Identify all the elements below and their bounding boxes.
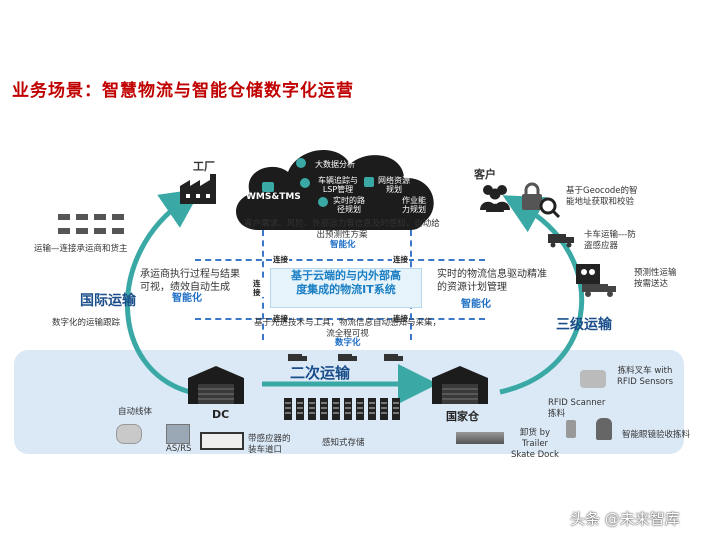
storage-racks-icon bbox=[284, 398, 410, 424]
sensor-dock-label: 带感应器的装车道口 bbox=[248, 434, 291, 455]
tertiary-transport-label: 三级运输 bbox=[556, 317, 612, 333]
national-warehouse-label: 国家仓 bbox=[446, 410, 479, 423]
connect-label: 连接 bbox=[272, 313, 289, 324]
national-warehouse-icon bbox=[432, 366, 488, 404]
bottom-tag: 数字化 bbox=[335, 338, 361, 348]
connect-label: 连接 bbox=[392, 313, 409, 324]
page-title: 业务场景：智慧物流与智能仓储数字化运营 bbox=[12, 81, 354, 101]
connect-line-top bbox=[195, 259, 485, 261]
international-transport-label: 国际运输 bbox=[80, 293, 136, 309]
bottom-description: 基于先进技术与工具，物流信息自动感知与采集，流全程可视 bbox=[253, 318, 441, 339]
left-note-carriers: 运输—连接承运商和货主 bbox=[34, 244, 128, 254]
left-description: 承运商执行过程与结果可视，绩效自动生成 bbox=[140, 269, 240, 293]
customer-icon bbox=[480, 185, 510, 212]
right-note-predictive: 预测性运输按需送达 bbox=[634, 268, 677, 289]
rfid-scanner-icon bbox=[566, 420, 576, 438]
truck-fleet-icon bbox=[58, 214, 124, 234]
lock-search-icon bbox=[522, 182, 560, 218]
asrs-label: AS/RS bbox=[166, 444, 192, 454]
center-line2: 度集成的物流IT系统 bbox=[296, 283, 396, 296]
customer-label: 客户 bbox=[474, 168, 496, 181]
left-tag: 智能化 bbox=[172, 293, 202, 304]
connect-label: 连接 bbox=[272, 254, 289, 265]
factory-icon bbox=[180, 174, 216, 204]
cloud-shape bbox=[236, 150, 434, 230]
right-note-truck: 卡车运输---防盗感应器 bbox=[584, 230, 636, 251]
connect-label: 连接 bbox=[392, 254, 409, 265]
top-tag: 智能化 bbox=[330, 240, 356, 250]
cloud-item-route: 实时的路径规划 bbox=[333, 196, 365, 214]
left-note-tracking: 数字化的运输跟踪 bbox=[52, 318, 121, 328]
connect-label: 连接 bbox=[252, 279, 264, 297]
right-description: 实时的物流信息驱动精准的资源计划管理 bbox=[437, 269, 547, 293]
robot-icon bbox=[116, 424, 142, 444]
secondary-transport-label: 二次运输 bbox=[290, 364, 351, 382]
transport-trucks-icon bbox=[288, 354, 403, 361]
route-icon bbox=[318, 197, 328, 207]
right-note-geocode: 基于Geocode的智能地址获取和校验 bbox=[566, 186, 638, 207]
truck-icon bbox=[548, 234, 574, 248]
center-it-system: 基于云端的与内外部高 度集成的物流IT系统 bbox=[270, 268, 422, 308]
cloud-item-wms: WMS&TMS bbox=[246, 192, 301, 202]
factory-label: 工厂 bbox=[193, 160, 215, 173]
trailer-dock-icon bbox=[456, 432, 504, 444]
auto-line-label: 自动线体 bbox=[118, 407, 153, 417]
unload-label: 卸货 by Trailer Skate Dock bbox=[511, 428, 559, 460]
dc-warehouse-icon bbox=[188, 366, 244, 404]
watermark: 头条 @未来智库 bbox=[570, 510, 680, 528]
center-line1: 基于云端的与内外部高 bbox=[291, 269, 401, 282]
cloud-item-bigdata: 大数据分析 bbox=[315, 160, 355, 169]
network-icon bbox=[364, 177, 374, 187]
top-description: 客户需求、风险、外部运力等信息及时感知，自动给出预测性方案 bbox=[244, 219, 440, 240]
predictive-truck-icon bbox=[576, 264, 616, 297]
dc-label: DC bbox=[212, 408, 230, 421]
rfid-scanner-label: RFID Scanner拣料 bbox=[548, 398, 606, 419]
sensing-storage-label: 感知式存储 bbox=[322, 438, 365, 448]
asrs-icon bbox=[166, 424, 190, 444]
worker-glasses-icon bbox=[596, 418, 612, 440]
analytics-icon bbox=[296, 158, 306, 168]
sensor-dock-icon bbox=[200, 432, 244, 450]
connect-line-bottom bbox=[195, 318, 485, 320]
cloud-item-tracking: 车辆追踪与LSP管理 bbox=[318, 176, 358, 194]
cloud-item-network: 网络资源规划 bbox=[378, 176, 410, 194]
monitor-icon bbox=[262, 182, 274, 192]
smart-glasses-label: 智能眼镜验收拣料 bbox=[622, 430, 691, 440]
forklift-label: 拣料叉车 with RFID Sensors bbox=[616, 366, 674, 387]
forklift-icon bbox=[580, 370, 606, 388]
truck-icon bbox=[300, 178, 310, 188]
cloud-item-capacity: 作业能力规划 bbox=[402, 196, 426, 214]
right-tag: 智能化 bbox=[461, 299, 491, 310]
